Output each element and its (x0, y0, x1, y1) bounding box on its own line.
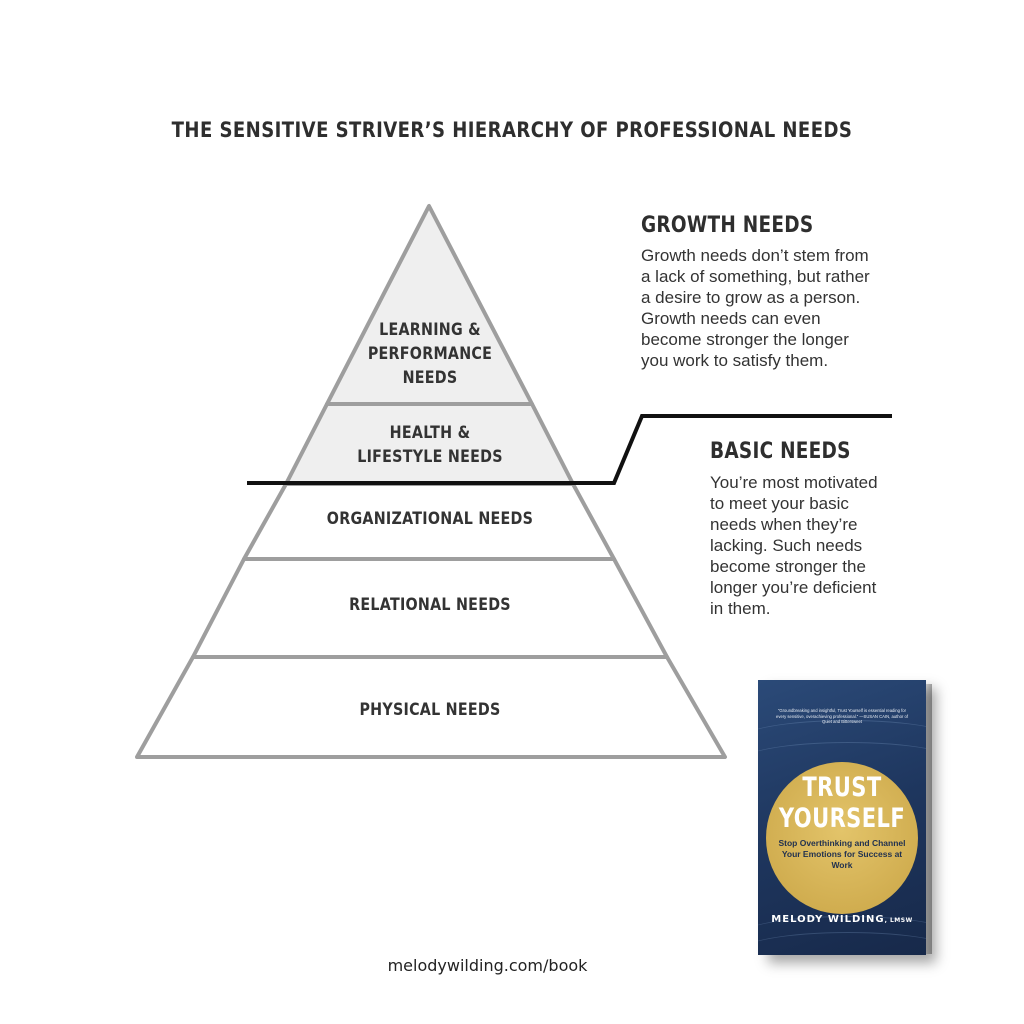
tier-label-organizational: ORGANIZATIONAL NEEDS (304, 507, 556, 531)
book-spine (926, 684, 932, 954)
growth-line: a lack of something, but rather (641, 266, 870, 287)
basic-line: in them. (710, 598, 878, 619)
basic-line: become stronger the (710, 556, 878, 577)
basic-line: lacking. Such needs (710, 535, 878, 556)
growth-line: you work to satisfy them. (641, 350, 870, 371)
basic-line: longer you’re deficient (710, 577, 878, 598)
growth-needs-description: Growth needs don’t stem from a lack of s… (641, 245, 870, 371)
book-subtitle: Stop Overthinking and Channel Your Emoti… (772, 838, 912, 871)
basic-line: to meet your basic (710, 493, 878, 514)
basic-needs-heading: BASIC NEEDS (710, 439, 851, 464)
growth-needs-heading: GROWTH NEEDS (641, 213, 813, 238)
book-author: MELODY WILDING, LMSW (758, 914, 926, 925)
growth-line: Growth needs can even (641, 308, 870, 329)
book-blurb: “Groundbreaking and insightful, Trust Yo… (774, 708, 910, 725)
growth-line: become stronger the longer (641, 329, 870, 350)
tier-label-learning-performance: LEARNING & PERFORMANCE NEEDS (346, 318, 514, 390)
basic-line: needs when they’re (710, 514, 878, 535)
basic-line: You’re most motivated (710, 472, 878, 493)
tier-label-physical: PHYSICAL NEEDS (304, 698, 556, 722)
book-title: TRUST YOURSELF (776, 772, 907, 834)
footer-url[interactable]: melodywilding.com/book (0, 956, 975, 975)
growth-line: a desire to grow as a person. (641, 287, 870, 308)
growth-line: Growth needs don’t stem from (641, 245, 870, 266)
book-author-credential: , LMSW (885, 917, 913, 924)
basic-needs-description: You’re most motivated to meet your basic… (710, 472, 878, 619)
book-title-line: TRUST (776, 772, 907, 803)
book-cover: “Groundbreaking and insightful, Trust Yo… (758, 680, 926, 955)
tier-label-health-lifestyle: HEALTH & LIFESTYLE NEEDS (346, 421, 514, 469)
book-title-line: YOURSELF (776, 803, 907, 834)
cover-wave-pattern (758, 932, 926, 955)
book-author-name: MELODY WILDING (771, 914, 884, 925)
tier-label-relational: RELATIONAL NEEDS (304, 593, 556, 617)
